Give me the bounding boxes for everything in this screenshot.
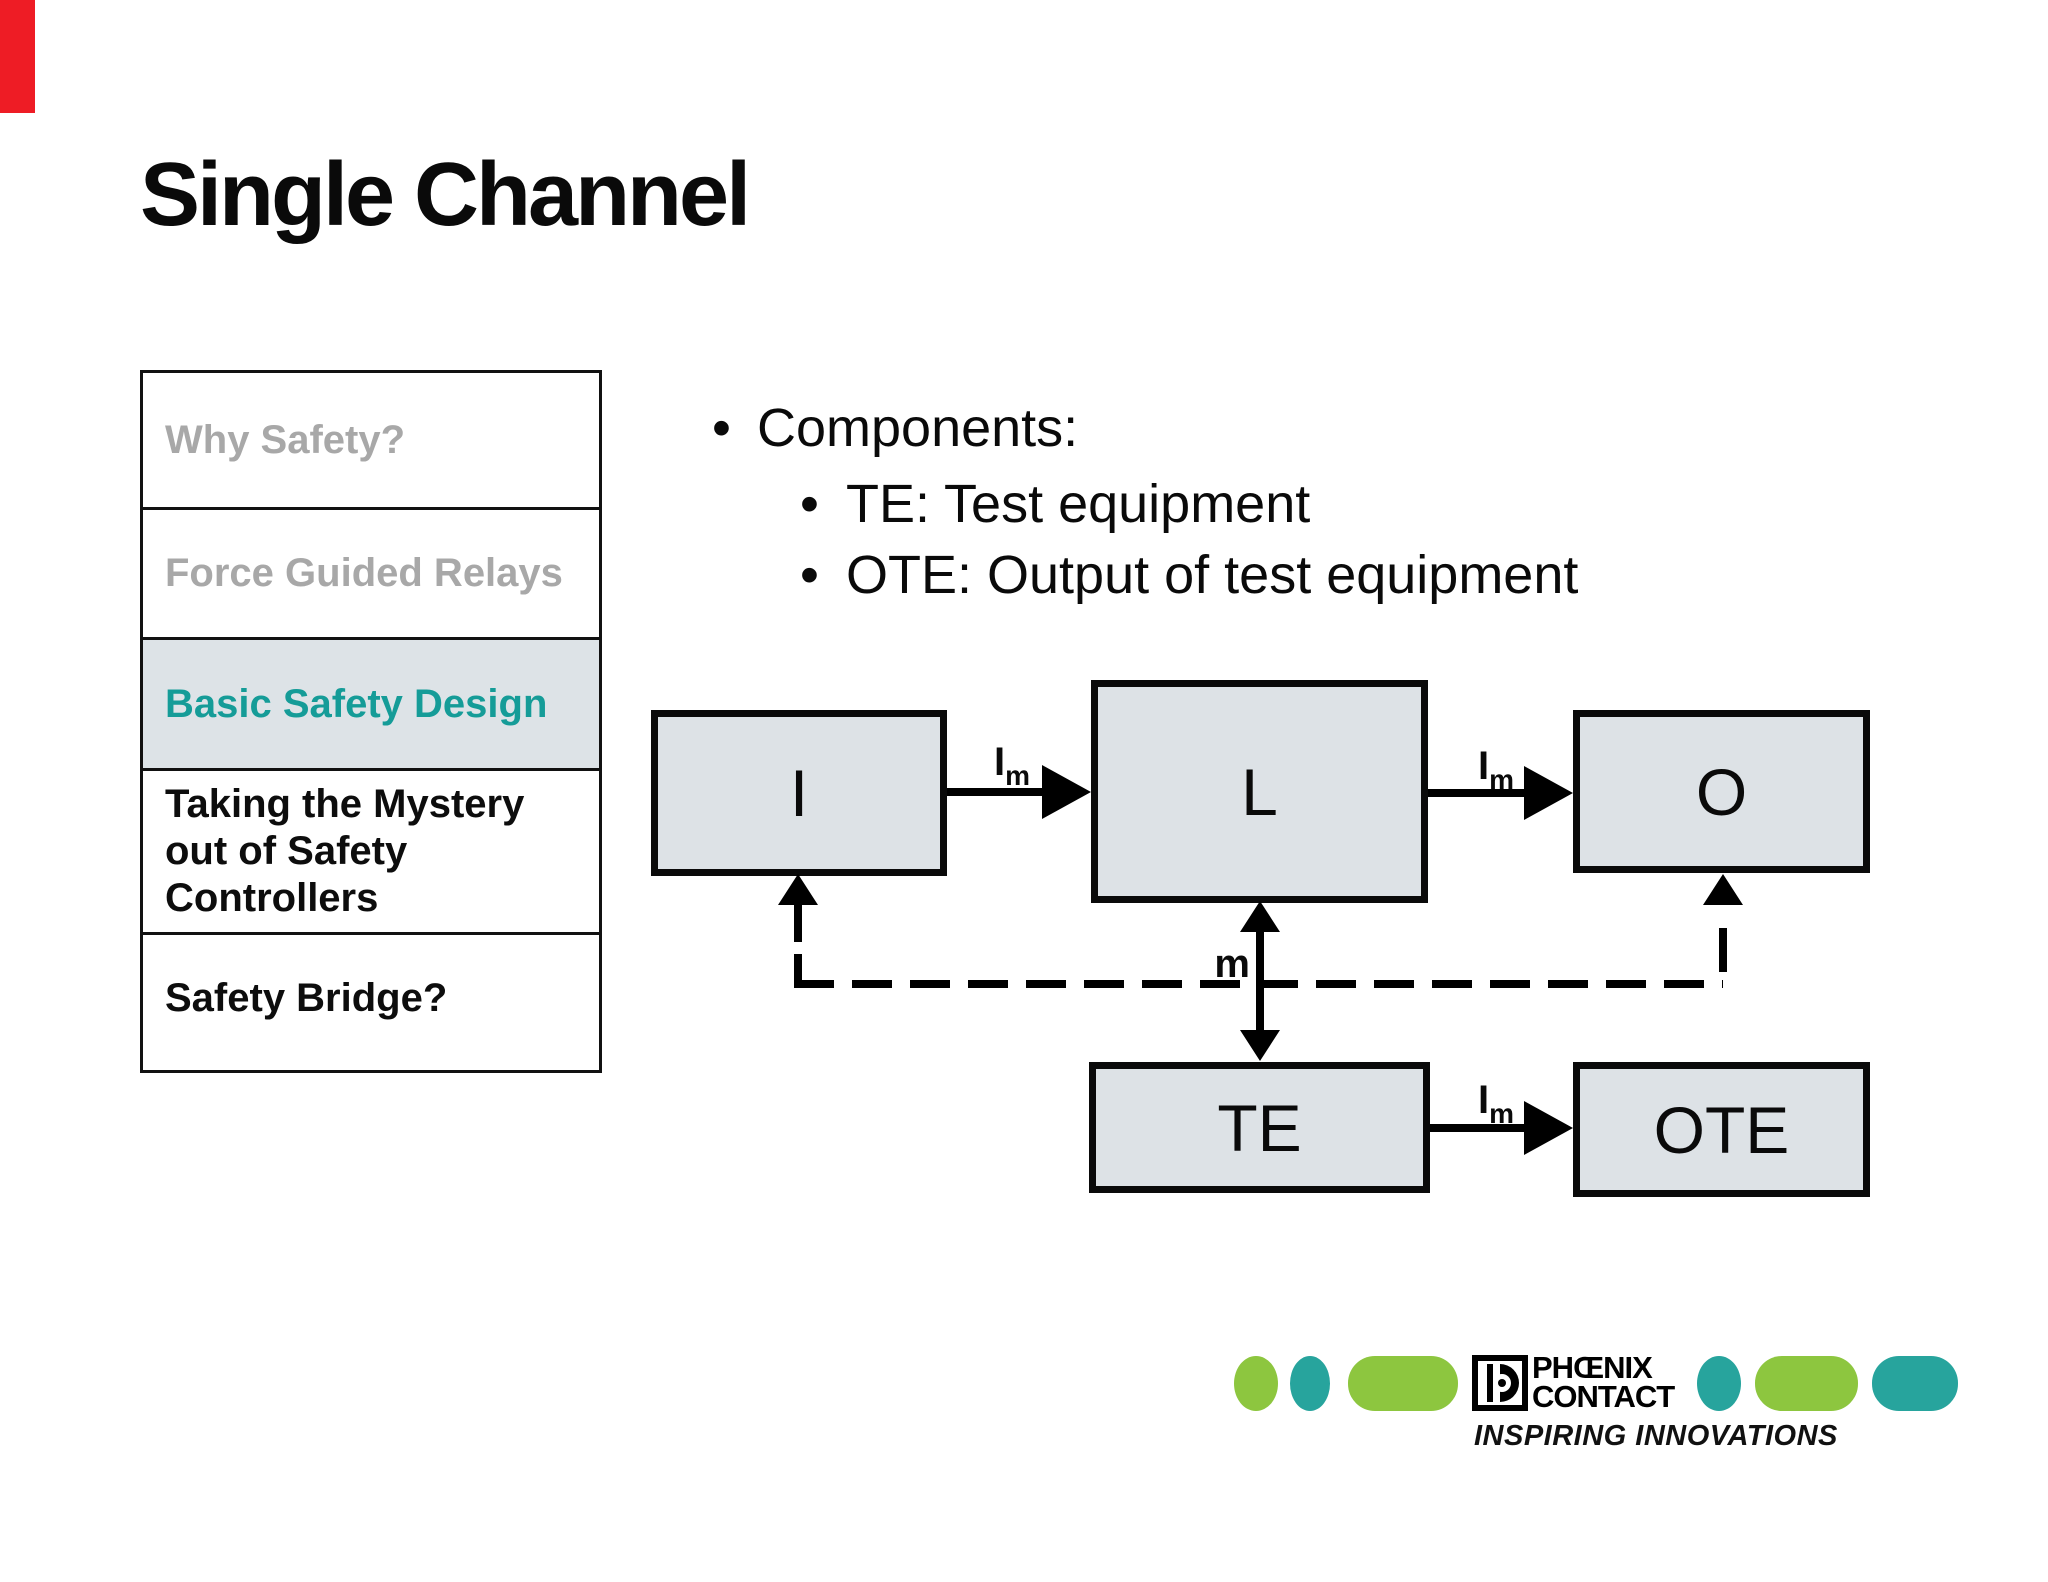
bullet-line-te: • TE: Test equipment — [800, 476, 1310, 533]
arrow-te-to-ote — [1430, 1124, 1528, 1132]
arrowhead-up-icon — [1240, 901, 1280, 932]
diagram-box-logic: L — [1091, 680, 1428, 903]
agenda-sidebar: Why Safety? Force Guided Relays Basic Sa… — [140, 370, 602, 1073]
signal-label-im: Im — [1478, 1078, 1515, 1129]
sidebar-item-label: Safety Bridge? — [165, 975, 448, 1020]
sidebar-item-label: Taking the Mystery out of Safety Control… — [165, 782, 525, 920]
arrowhead-right-icon — [1524, 766, 1573, 820]
dashed-riser-right — [1719, 928, 1727, 972]
arrowhead-down-icon — [1240, 1030, 1280, 1061]
arrowhead-up-icon — [778, 874, 818, 905]
diagram-box-output-test-equipment: OTE — [1573, 1062, 1870, 1197]
bullet-text: TE: Test equipment — [846, 474, 1311, 534]
sidebar-item-label: Force Guided Relays — [165, 551, 563, 596]
dashed-feedback-line — [794, 980, 1723, 988]
bullet-dot: • — [800, 545, 819, 605]
page-title: Single Channel — [140, 145, 751, 245]
logo-word-phoenix: PHŒNIX — [1532, 1350, 1653, 1385]
arrowhead-right-icon — [1042, 765, 1091, 819]
diagram-box-label: TE — [1217, 1090, 1302, 1165]
logo-tagline: INSPIRING INNOVATIONS — [1474, 1420, 1838, 1452]
logo-green-ellipse — [1234, 1356, 1278, 1411]
sidebar-item-basic-safety-design[interactable]: Basic Safety Design — [143, 637, 599, 768]
logo-green-pill — [1755, 1356, 1858, 1411]
arrow-l-to-o — [1428, 789, 1528, 797]
logo-teal-ellipse — [1697, 1356, 1741, 1411]
sidebar-item-taking-the-mystery[interactable]: Taking the Mystery out of Safety Control… — [143, 768, 599, 932]
diagram-box-label: I — [789, 756, 809, 830]
logo-green-pill — [1348, 1356, 1458, 1411]
sidebar-item-label: Basic Safety Design — [165, 681, 548, 726]
sidebar-item-why-safety[interactable]: Why Safety? — [143, 373, 599, 507]
diagram-box-label: L — [1241, 754, 1278, 829]
logo-wordmark: PHŒNIX CONTACT — [1532, 1350, 1675, 1415]
sidebar-item-label: Why Safety? — [165, 417, 406, 462]
signal-label-im: Im — [1478, 744, 1515, 795]
logo-teal-ellipse — [1290, 1356, 1330, 1411]
bullet-dot: • — [800, 474, 819, 534]
diagram-box-input: I — [651, 710, 947, 876]
signal-label-im: Im — [994, 740, 1031, 791]
red-accent-bar — [0, 0, 35, 113]
dashed-riser-left — [794, 954, 802, 984]
diagram-box-test-equipment: TE — [1089, 1062, 1430, 1193]
sidebar-item-safety-bridge[interactable]: Safety Bridge? — [143, 932, 599, 1061]
phoenix-contact-mark-icon — [1472, 1355, 1528, 1411]
arrow-i-to-l — [947, 788, 1047, 796]
diagram-box-label: OTE — [1653, 1092, 1790, 1167]
arrowhead-right-icon — [1524, 1101, 1573, 1155]
signal-label-m: m — [1214, 942, 1250, 986]
bullet-dot: • — [712, 398, 731, 458]
bullet-text: OTE: Output of test equipment — [846, 545, 1579, 605]
bullet-line-ote: • OTE: Output of test equipment — [800, 547, 1578, 604]
bullet-line-components: • Components: — [712, 400, 1078, 457]
arrow-feedback-to-i — [794, 902, 802, 942]
diagram-box-label: O — [1695, 754, 1748, 829]
diagram-box-output: O — [1573, 710, 1870, 873]
logo-teal-pill — [1872, 1356, 1958, 1411]
sidebar-item-force-guided-relays[interactable]: Force Guided Relays — [143, 507, 599, 637]
arrowhead-up-icon — [1703, 874, 1743, 905]
bullet-text: Components: — [757, 398, 1079, 458]
logo-word-contact: CONTACT — [1532, 1379, 1675, 1415]
